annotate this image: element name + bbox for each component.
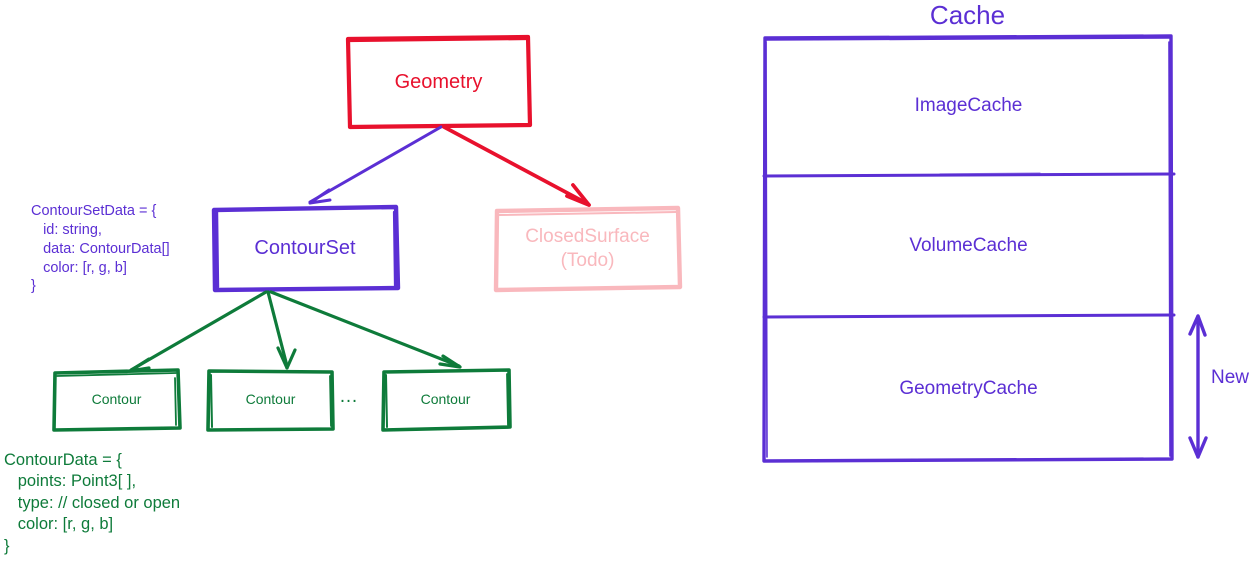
arrow-contourset-to-contour-1	[128, 290, 268, 373]
node-contour-1-label: Contour	[91, 391, 142, 408]
new-range-arrow	[1188, 314, 1208, 459]
geometry-box-outline	[345, 34, 533, 130]
cache-section-geometry-cache[interactable]: GeometryCache	[765, 316, 1172, 461]
arrow-contourset-to-contour-3	[269, 290, 462, 369]
cache-divider-2	[762, 313, 1176, 319]
contour-data-schema: ContourData = { points: Point3[ ], type:…	[4, 451, 181, 555]
contour-set-data-schema: ContourSetData = { id: string, data: Con…	[31, 203, 170, 295]
closedsurface-box-outline	[493, 205, 683, 293]
cache-section-image-cache[interactable]: ImageCache	[765, 36, 1172, 175]
new-annotation-label: New	[1211, 367, 1250, 388]
node-closedsurface-label: ClosedSurface (Todo)	[525, 226, 650, 271]
cache-divider-1	[762, 172, 1176, 178]
cache-section-image-cache-label: ImageCache	[914, 94, 1023, 116]
node-geometry[interactable]: Geometry	[347, 37, 530, 127]
cache-section-volume-cache-label: VolumeCache	[909, 234, 1028, 256]
node-geometry-label: Geometry	[394, 70, 483, 93]
arrow-geometry-to-closedsurface	[442, 125, 591, 207]
contour-box-2-outline	[206, 369, 335, 432]
node-closedsurface[interactable]: ClosedSurface (Todo)	[495, 208, 680, 290]
cache-panel-outline	[762, 34, 1174, 463]
node-contour-2-label: Contour	[245, 391, 296, 408]
node-contourset[interactable]: ContourSet	[212, 207, 398, 290]
cache-panel-title: Cache	[929, 0, 1006, 30]
cache-section-volume-cache[interactable]: VolumeCache	[765, 175, 1172, 316]
node-contour-1[interactable]: Contour	[53, 370, 180, 430]
node-contour-2[interactable]: Contour	[207, 370, 334, 430]
contour-box-3-outline	[381, 368, 512, 432]
arrow-contourset-to-contour-2	[266, 290, 297, 370]
node-contour-3-label: Contour	[420, 391, 471, 408]
contour-ellipsis: …	[339, 386, 358, 407]
arrow-geometry-to-contourset	[308, 125, 443, 205]
node-contourset-label: ContourSet	[254, 237, 356, 259]
contour-box-1-outline	[52, 368, 182, 432]
contourset-box-outline	[211, 204, 401, 293]
node-contour-3[interactable]: Contour	[382, 370, 509, 430]
cache-section-geometry-cache-label: GeometryCache	[899, 377, 1038, 399]
